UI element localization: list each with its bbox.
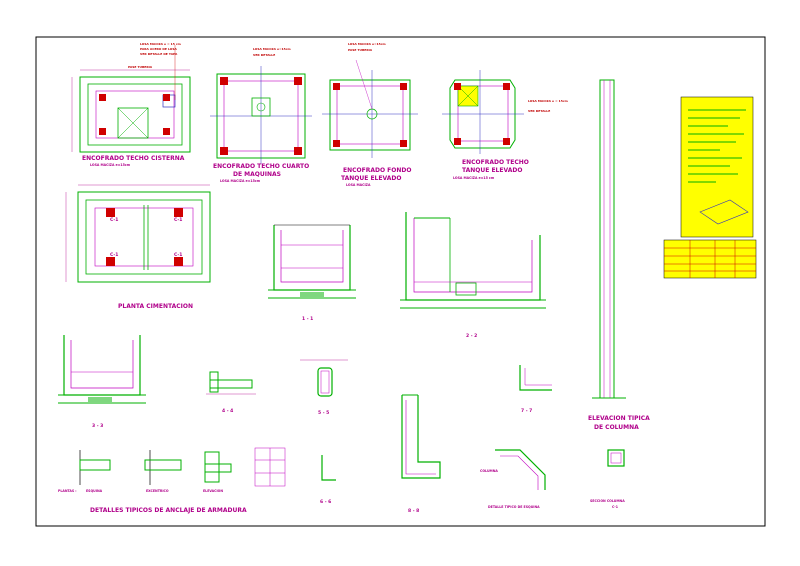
title-seccion-columna-1: SECCION COLUMNA: [590, 499, 625, 503]
title-seccion-columna-2: C-1: [612, 505, 618, 509]
pase-tuberia-label: PASE TUBERIA: [128, 65, 153, 69]
view-techo-cuarto: LOSA MACIZA e=15cm VER DETALLE ENCOFRADO…: [210, 47, 312, 183]
anclaje-elevacion-label: ELEVACION: [203, 489, 223, 493]
view-corte-8-8: 8 - 8: [401, 394, 441, 514]
svg-text:VER DETALLE: VER DETALLE: [253, 53, 275, 57]
svg-text:VER DETALLE: VER DETALLE: [528, 109, 550, 113]
view-anclaje: PLANTAS : ESQUINA EXCENTRICO ELEVACION D…: [58, 447, 286, 514]
title-corte-1-1: 1 - 1: [302, 316, 313, 322]
view-corte-1-1: 1 - 1: [268, 224, 356, 322]
esquina-columna-label: COLUMNA: [480, 469, 498, 473]
svg-text:LOSA MACIZA: LOSA MACIZA: [346, 183, 371, 187]
svg-text:VER DETALLE DE TAPA: VER DETALLE DE TAPA: [140, 52, 178, 56]
view-seccion-columna: SECCION COLUMNA C-1: [590, 449, 625, 509]
title-corte-8-8: 8 - 8: [408, 508, 419, 514]
title-corte-2-2: 2 - 2: [466, 333, 477, 339]
title-techo-cuarto-1: ENCOFRADO TECHO CUARTO: [213, 163, 309, 170]
view-planta-cimentacion: C-1 C-1 C-1 C-1 PLANTA CIMENTACION: [65, 184, 211, 310]
view-corte-6-6: 6 - 6: [320, 455, 336, 505]
view-corte-4-4: 4 - 4: [206, 371, 256, 414]
title-fondo-tanque-1: ENCOFRADO FONDO: [343, 167, 411, 174]
column-c1-b: C-1: [174, 217, 182, 223]
sheet-border: [35, 36, 766, 527]
column-c1-a: C-1: [110, 217, 118, 223]
title-corte-4-4: 4 - 4: [222, 408, 233, 414]
title-fondo-tanque-2: TANQUE ELEVADO: [341, 175, 401, 182]
anclaje-excentrico-label: EXCENTRICO: [146, 489, 169, 493]
title-anclaje: DETALLES TIPICOS DE ANCLAJE DE ARMADURA: [90, 507, 247, 514]
svg-text:PASE TUBERIA: PASE TUBERIA: [348, 48, 373, 52]
title-elevacion-columna-2: DE COLUMNA: [594, 424, 639, 431]
anclaje-esquina-label: ESQUINA: [86, 489, 103, 493]
svg-text:LOSA MACIZA e=15cm: LOSA MACIZA e=15cm: [220, 179, 261, 183]
svg-text:LOSA MACIZA e=15cm: LOSA MACIZA e=15cm: [90, 163, 131, 167]
title-techo-cuarto-2: DE MAQUINAS: [233, 171, 281, 178]
column-c1-c: C-1: [110, 252, 118, 258]
svg-text:LOSA MACIZA e=15cm: LOSA MACIZA e=15cm: [253, 47, 291, 51]
view-corte-2-2: 2 - 2: [400, 212, 546, 339]
svg-text:LOSA MACIZA e=15 cm: LOSA MACIZA e=15 cm: [453, 176, 495, 180]
title-techo-tanque-2: TANQUE ELEVADO: [462, 167, 522, 174]
view-techo-tanque: LOSA MACIZA e = 15cm VER DETALLE ENCOFRA…: [442, 70, 568, 180]
schedule-table: [663, 239, 757, 279]
svg-text:LOSA MACIZA e = 15 cm: LOSA MACIZA e = 15 cm: [140, 42, 181, 46]
title-corte-6-6: 6 - 6: [320, 499, 331, 505]
view-corte-7-7: 7 - 7: [519, 365, 552, 414]
view-detalle-esquina: COLUMNA DETALLE TIPICO DE ESQUINA: [480, 449, 546, 509]
title-detalle-esquina: DETALLE TIPICO DE ESQUINA: [488, 505, 540, 509]
title-techo-cisterna: ENCOFRADO TECHO CISTERNA: [82, 155, 185, 162]
svg-text:LOSA MACIZA e=15cm: LOSA MACIZA e=15cm: [348, 42, 386, 46]
title-corte-5-5: 5 - 5: [318, 410, 329, 416]
view-corte-5-5: 5 - 5: [300, 359, 348, 416]
title-corte-7-7: 7 - 7: [521, 408, 532, 414]
anclaje-plantas-label: PLANTAS :: [58, 489, 77, 493]
title-planta-cimentacion: PLANTA CIMENTACION: [118, 303, 193, 310]
view-corte-3-3: 3 - 3: [58, 335, 146, 429]
svg-text:LOSA MACIZA e = 15cm: LOSA MACIZA e = 15cm: [528, 99, 568, 103]
title-elevacion-columna-1: ELEVACION TIPICA: [588, 415, 650, 422]
view-elevacion-columna: ELEVACION TIPICA DE COLUMNA: [588, 79, 650, 431]
column-c1-d: C-1: [174, 252, 182, 258]
view-techo-cisterna: LOSA MACIZA e = 15 cm PARA ACERO DE LOSA…: [71, 42, 191, 167]
view-fondo-tanque: LOSA MACIZA e=15cm PASE TUBERIA ENCOFRAD…: [322, 42, 418, 187]
title-corte-3-3: 3 - 3: [92, 423, 103, 429]
title-techo-tanque-1: ENCOFRADO TECHO: [462, 159, 529, 166]
notes-panel: [680, 96, 754, 238]
svg-text:PARA ACERO DE LOSA: PARA ACERO DE LOSA: [140, 47, 177, 51]
